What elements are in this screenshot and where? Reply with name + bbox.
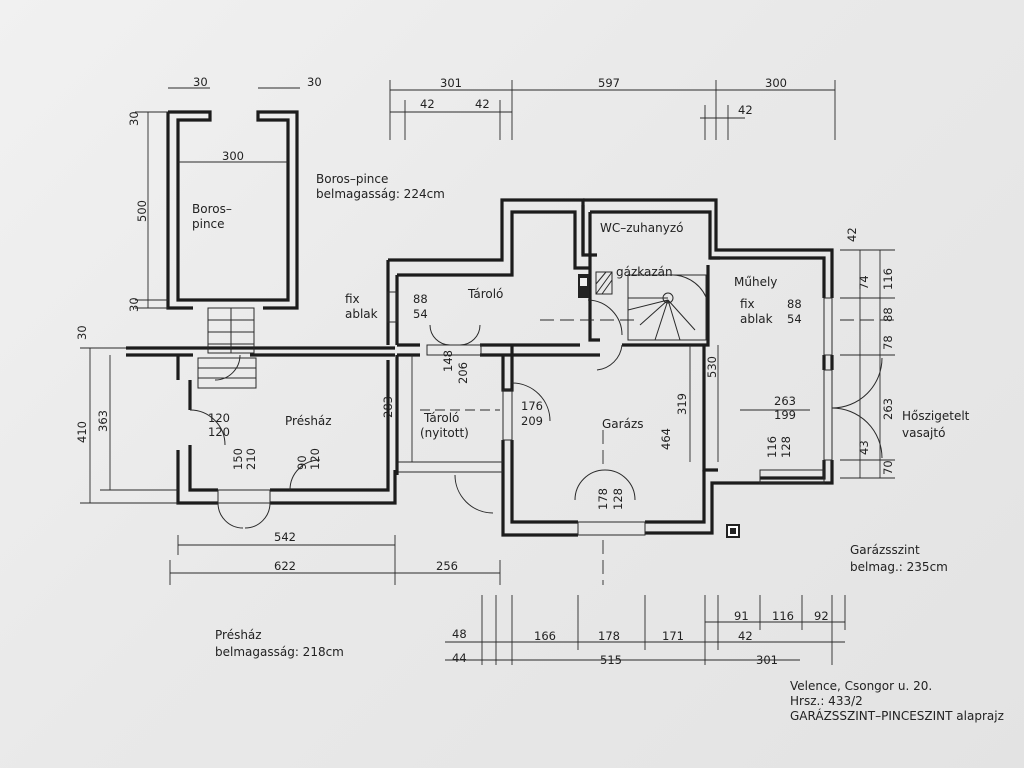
dim-150: 150 <box>231 448 245 470</box>
note-fix-2: fix <box>740 297 755 311</box>
title-block: Velence, Csongor u. 20. Hrsz.: 433/2 GAR… <box>790 679 1004 723</box>
dim-r74: 74 <box>857 275 871 290</box>
dim-b91: 91 <box>734 609 749 623</box>
dim-boros-30a: 30 <box>127 111 141 126</box>
dim-r42: 42 <box>845 227 859 242</box>
dim-319: 319 <box>675 393 689 415</box>
dim-r263: 263 <box>881 398 895 420</box>
note-preshaz-title: Présház <box>215 628 262 642</box>
dim-r78: 78 <box>881 335 895 350</box>
dim-win-54b: 54 <box>787 312 802 326</box>
room-tarolo-nyitott-1: Tároló <box>423 411 459 425</box>
dim-206: 206 <box>456 362 470 384</box>
dim-199: 199 <box>774 408 796 422</box>
dim-b116: 116 <box>772 609 794 623</box>
dim-top-42c: 42 <box>738 103 753 117</box>
room-preshaz-label: Présház <box>285 414 332 428</box>
dim-boros-500: 500 <box>135 200 149 222</box>
dim-top-301: 301 <box>440 76 462 90</box>
dim-top-42b: 42 <box>475 97 490 111</box>
dim-530: 530 <box>705 356 719 378</box>
dim-b542: 542 <box>274 530 296 544</box>
dim-b92: 92 <box>814 609 829 623</box>
dim-boros-300: 300 <box>222 149 244 163</box>
dim-left-410: 410 <box>75 421 89 443</box>
dim-209: 209 <box>521 414 543 428</box>
dim-r116: 116 <box>881 268 895 290</box>
note-door-2: vasajtó <box>902 426 945 440</box>
dim-b301: 301 <box>756 653 778 667</box>
dim-128b: 128 <box>611 488 625 510</box>
note-ablak-2: ablak <box>740 312 773 326</box>
dimension-texts: 30 30 301 597 300 42 42 42 300 500 30 30… <box>75 75 895 667</box>
dim-464: 464 <box>659 428 673 450</box>
dim-top-597: 597 <box>598 76 620 90</box>
dim-90: 90 <box>295 455 309 470</box>
dim-left-363: 363 <box>96 410 110 432</box>
note-garazs-title: Garázsszint <box>850 543 920 557</box>
dim-120c: 120 <box>308 448 322 470</box>
dimension-lines <box>80 80 895 665</box>
note-door: Hőszigetelt <box>902 409 970 423</box>
note-boros-title: Boros–pince <box>316 172 388 186</box>
room-gazkazan-label: gázkazán <box>616 265 673 279</box>
dim-b171: 171 <box>662 629 684 643</box>
dim-left-30: 30 <box>75 325 89 340</box>
dim-top-300: 300 <box>765 76 787 90</box>
dim-120b: 120 <box>208 425 230 439</box>
dim-b42: 42 <box>738 629 753 643</box>
walls <box>126 110 834 537</box>
dim-r43: 43 <box>857 440 871 455</box>
dim-r88: 88 <box>881 307 895 322</box>
dim-win-54a: 54 <box>413 307 428 321</box>
room-muhely-label: Műhely <box>734 275 777 289</box>
dim-b44: 44 <box>452 651 467 665</box>
note-preshaz-height: belmagasság: 218cm <box>215 645 344 659</box>
note-ablak-1: ablak <box>345 307 378 321</box>
dim-178: 178 <box>596 488 610 510</box>
room-tarolo-label: Tároló <box>467 287 503 301</box>
wall-boros-left <box>166 112 193 310</box>
title-line-3: GARÁZSSZINT–PINCESZINT alaprajz <box>790 708 1004 723</box>
dim-b166: 166 <box>534 629 556 643</box>
note-garazs-height: belmag.: 235cm <box>850 560 948 574</box>
notes: Boros–pince belmagasság: 224cm Présház b… <box>215 172 970 659</box>
dim-top-42a: 42 <box>420 97 435 111</box>
dim-148: 148 <box>441 350 455 372</box>
dim-176: 176 <box>521 399 543 413</box>
room-boros-label-1: Boros–pince <box>192 202 232 231</box>
fixtures <box>189 271 900 585</box>
dim-210: 210 <box>244 448 258 470</box>
note-fix-1: fix <box>345 292 360 306</box>
dim-116a: 116 <box>765 436 779 458</box>
dim-top-30a: 30 <box>193 75 208 89</box>
room-wc-label: WC–zuhanyzó <box>600 221 683 235</box>
note-boros-height: belmagasság: 224cm <box>316 187 445 201</box>
dim-b178: 178 <box>598 629 620 643</box>
dim-b515: 515 <box>600 653 622 667</box>
dim-128a: 128 <box>779 436 793 458</box>
room-garazs-label: Garázs <box>602 417 644 431</box>
dim-b48: 48 <box>452 627 467 641</box>
dim-top-30b: 30 <box>307 75 322 89</box>
dim-283: 283 <box>381 396 395 418</box>
dim-win-88a: 88 <box>413 292 428 306</box>
title-line-1: Velence, Csongor u. 20. <box>790 679 932 693</box>
dim-r70: 70 <box>881 460 895 475</box>
dim-120a: 120 <box>208 411 230 425</box>
dim-b622: 622 <box>274 559 296 573</box>
title-line-2: Hrsz.: 433/2 <box>790 694 863 708</box>
dim-263a: 263 <box>774 394 796 408</box>
dim-b256: 256 <box>436 559 458 573</box>
room-tarolo-nyitott-2: (nyitott) <box>420 426 469 440</box>
dim-win-88b: 88 <box>787 297 802 311</box>
dim-boros-30b: 30 <box>127 297 141 312</box>
room-labels: Boros–pince Tároló WC–zuhanyzó gázkazán … <box>192 202 777 440</box>
